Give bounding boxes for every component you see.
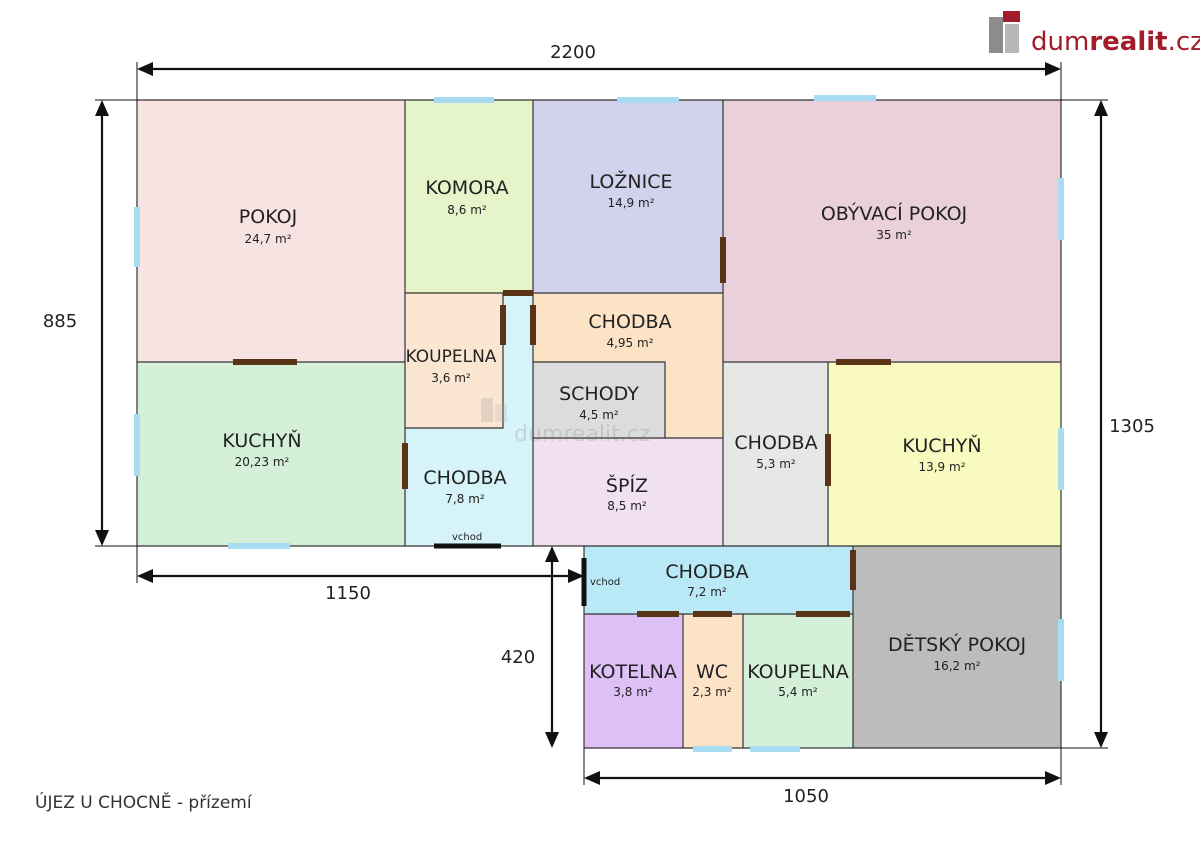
room-koupelna-1 xyxy=(405,293,503,428)
room-obyvaci-pokoj xyxy=(723,100,1061,362)
room-area: 16,2 m² xyxy=(933,659,980,673)
dumrealit-logo: dumrealit.cz xyxy=(989,11,1200,57)
room-kuchyn-2 xyxy=(828,362,1061,546)
room-chodba-1 xyxy=(533,293,723,438)
room-kuchyn-1 xyxy=(137,362,405,546)
room-name: CHODBA xyxy=(423,467,506,489)
room-area: 3,8 m² xyxy=(613,685,653,699)
room-chodba-2 xyxy=(405,293,533,546)
dimension-annex-width: 1050 xyxy=(783,786,829,807)
room-kotelna xyxy=(584,614,683,748)
watermark-text: dumrealit.cz xyxy=(514,422,650,447)
room-name: LOŽNICE xyxy=(590,170,673,193)
room-name: SCHODY xyxy=(559,383,639,405)
dimension-right-height: 1305 xyxy=(1109,416,1155,437)
logo-text: dumrealit.cz xyxy=(1031,27,1200,57)
room-name: WC xyxy=(696,661,728,683)
room-area: 3,6 m² xyxy=(431,371,471,385)
room-name: KUCHYŇ xyxy=(222,429,301,452)
room-name: KOUPELNA xyxy=(406,347,497,367)
room-area: 14,9 m² xyxy=(607,196,654,210)
room-name: POKOJ xyxy=(239,206,297,228)
room-area: 8,5 m² xyxy=(607,499,647,513)
dimension-lines: 2200 885 1305 1150 420 1050 xyxy=(43,42,1155,807)
room-name: KOMORA xyxy=(425,177,508,199)
room-pokoj xyxy=(137,100,405,362)
room-area: 20,23 m² xyxy=(235,455,290,469)
room-detsky-pokoj xyxy=(853,546,1061,748)
room-name: KUCHYŇ xyxy=(902,434,981,457)
room-name: OBÝVACÍ POKOJ xyxy=(821,202,967,225)
room-name: DĚTSKÝ POKOJ xyxy=(888,633,1026,656)
room-chodba-4 xyxy=(584,546,853,614)
room-area: 4,5 m² xyxy=(579,408,619,422)
watermark: dumrealit.cz xyxy=(481,398,650,447)
room-chodba-3 xyxy=(723,362,828,546)
room-area: 35 m² xyxy=(876,228,912,242)
room-name: CHODBA xyxy=(734,432,817,454)
room-area: 7,2 m² xyxy=(687,585,727,599)
entrance-label: vchod xyxy=(452,532,482,543)
room-area: 8,6 m² xyxy=(447,203,487,217)
room-area: 4,95 m² xyxy=(606,336,653,350)
rooms xyxy=(137,100,1061,748)
room-area: 13,9 m² xyxy=(918,460,965,474)
room-name: KOTELNA xyxy=(589,661,677,683)
plan-caption: ÚJEZ U CHOCNĚ - přízemí xyxy=(35,791,253,813)
room-name: CHODBA xyxy=(588,311,671,333)
entrance-label: vchod xyxy=(590,577,620,588)
windows xyxy=(134,95,1064,752)
entrances: vchod vchod xyxy=(434,532,620,606)
room-area: 2,3 m² xyxy=(692,685,732,699)
room-name: ŠPÍZ xyxy=(606,473,648,497)
room-wc xyxy=(683,614,743,748)
house-icon xyxy=(989,11,1020,53)
room-area: 7,8 m² xyxy=(445,492,485,506)
room-area: 5,3 m² xyxy=(756,457,796,471)
room-komora xyxy=(405,100,533,293)
room-name: KOUPELNA xyxy=(747,661,849,683)
room-spiz xyxy=(533,438,723,546)
room-area: 24,7 m² xyxy=(244,232,291,246)
dimension-annex-height: 420 xyxy=(501,647,535,668)
dimension-total-width: 2200 xyxy=(550,42,596,63)
room-name: CHODBA xyxy=(665,561,748,583)
room-loznice xyxy=(533,100,723,293)
room-schody xyxy=(533,362,665,438)
dimension-left-height: 885 xyxy=(43,311,77,332)
doors xyxy=(233,237,891,617)
room-labels: POKOJ 24,7 m² KOMORA 8,6 m² LOŽNICE 14,9… xyxy=(222,170,1026,699)
room-area: 5,4 m² xyxy=(778,685,818,699)
dimension-lower-left-width: 1150 xyxy=(325,583,371,604)
room-koupelna-2 xyxy=(743,614,853,748)
